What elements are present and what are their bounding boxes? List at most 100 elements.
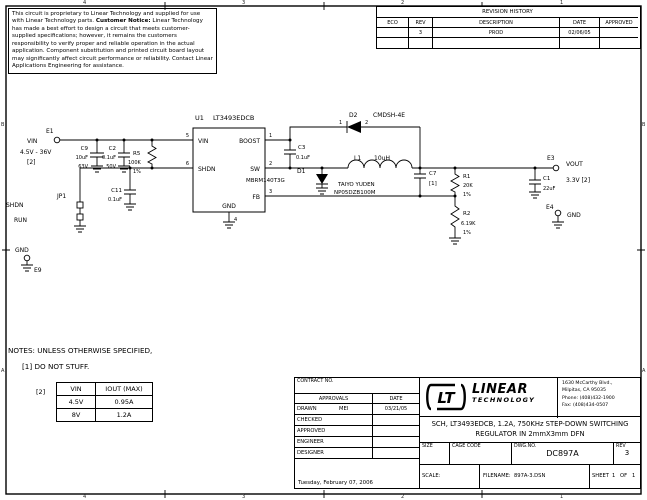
- drawn-date: 03/21/05: [373, 404, 420, 415]
- rev-value: 3: [624, 449, 630, 457]
- d1-diode: D1 MBRM140T3G: [246, 166, 348, 195]
- c11-capacitor: C11 0.1uF: [108, 166, 137, 211]
- u1-part: LT3493EDCB: [213, 114, 254, 122]
- drawing-title-line2: REGULATOR IN 2mmX3mm DFN: [475, 429, 585, 438]
- spec-col-iout: IOUT (MAX): [95, 382, 153, 396]
- c2-voltage: 50V: [106, 164, 116, 170]
- sheet-of-label: OF: [620, 473, 628, 479]
- l1-ref: L1: [354, 155, 361, 162]
- checked-date: [373, 415, 420, 426]
- zone-label: A: [642, 368, 646, 374]
- c1-ref: C1: [543, 176, 550, 182]
- zone-label: 4: [83, 0, 87, 6]
- company-line1: LINEAR: [472, 382, 528, 397]
- sheet-label: SHEET: [592, 473, 609, 479]
- r1-resistor: R1 20K 1%: [450, 168, 473, 198]
- r5-resistor: R5 100K 1%: [128, 138, 157, 175]
- logo-mark-text: LT: [437, 389, 456, 407]
- e3-label: VOUT: [566, 161, 583, 168]
- spec-col-vin: VIN: [56, 382, 96, 396]
- spec-iout-2: 1.2A: [95, 408, 153, 422]
- e1-ref: E1: [46, 128, 54, 135]
- scale-label: SCALE:: [422, 473, 441, 479]
- spec-row: 8V 1.2A: [56, 408, 153, 422]
- rev-header-date: DATE: [560, 18, 600, 28]
- c7-capacitor: C7 [1]: [414, 168, 437, 196]
- d2-part: CMDSH-4E: [373, 112, 405, 119]
- dwg-no-value: DC897A: [546, 449, 579, 458]
- e3-value: 3.3V [2]: [566, 177, 590, 184]
- rev-blank-cell: [560, 38, 600, 48]
- drawing-title: SCH, LT3493EDCB, 1.2A, 750KHz STEP-DOWN …: [420, 417, 640, 443]
- d1-ref: D1: [297, 168, 306, 175]
- e4-label: GND: [567, 212, 581, 219]
- sheet-number: 1: [612, 473, 616, 479]
- u1-num-sw: 2: [269, 161, 272, 167]
- spec-vin-2: 8V: [56, 408, 96, 422]
- revision-history-title: REVISION HISTORY: [377, 7, 638, 18]
- zone-label: A: [1, 368, 5, 374]
- engineer-label: ENGINEER: [297, 439, 324, 445]
- c9-capacitor: C9 10uF 63V: [76, 138, 104, 173]
- r1-ref: R1: [463, 174, 470, 180]
- zone-label: 4: [83, 494, 87, 500]
- designer-label: DESIGNER: [297, 450, 324, 456]
- u1-ref: U1: [195, 114, 204, 122]
- c11-ref: C11: [111, 188, 122, 194]
- e1-note: [2]: [27, 159, 36, 166]
- company-name: LINEAR TECHNOLOGY: [472, 383, 535, 404]
- zone-label: 2: [401, 494, 405, 500]
- r1-tol: 1%: [463, 192, 471, 198]
- e3-vout-terminal: E3 VOUT 3.3V [2]: [547, 155, 590, 184]
- u1-pin-shdn: SHDN: [198, 166, 215, 173]
- r2-resistor: R2 6.19K 1%: [448, 196, 476, 245]
- rev-cell-rev: 3: [409, 28, 433, 38]
- c3-capacitor: C3 0.1uF: [265, 138, 310, 170]
- drawn-cell: DRAWN MEI: [295, 404, 373, 415]
- rev-blank-cell: [377, 38, 409, 48]
- rev-header-approved: APPROVED: [600, 18, 638, 28]
- d2-pin2: 2: [365, 120, 368, 126]
- l1-mfr: TAIYO YUDEN: [337, 182, 375, 188]
- zone-label: 1: [560, 494, 564, 500]
- approved-date: [373, 426, 420, 437]
- date-header: DATE: [373, 394, 420, 404]
- u1-num-gnd: 4: [234, 217, 237, 223]
- jp1-ref: JP1: [56, 193, 66, 200]
- rev-blank-cell: [409, 38, 433, 48]
- dwg-no-label: DWG.NO.: [514, 444, 537, 449]
- e9-gnd-terminal: GND E9: [15, 247, 42, 274]
- rev-cell: REV 3: [614, 443, 640, 465]
- jp1-shdn-label: SHDN: [6, 202, 23, 209]
- u1-num-fb: 3: [269, 189, 272, 195]
- d2-ref: D2: [349, 112, 358, 119]
- sheet-of-number: 1: [632, 473, 636, 479]
- d2-pin1: 1: [339, 120, 342, 126]
- e3-ref: E3: [547, 155, 555, 162]
- e4-gnd-terminal: E4 GND: [546, 204, 581, 229]
- u1-pin-boost: BOOST: [239, 138, 260, 145]
- u1-pin-vin: VIN: [198, 138, 208, 145]
- r2-tol: 1%: [463, 230, 471, 236]
- zone-label: 3: [242, 0, 246, 6]
- address-line4: Fax: (408)434-0507: [562, 402, 609, 408]
- e1-label: VIN: [27, 138, 37, 145]
- spec-row: 4.5V 0.95A: [56, 395, 153, 409]
- u1-pin-fb: FB: [252, 194, 260, 201]
- e1-vin-terminal: E1 VIN 4.5V - 36V [2]: [20, 128, 193, 166]
- e4-ref: E4: [546, 204, 554, 211]
- rev-cell-date: 02/06/05: [560, 28, 600, 38]
- filename-cell: FILENAME: 897A-3.DSN: [480, 465, 590, 488]
- d1-part: MBRM140T3G: [246, 178, 285, 184]
- r2-ref: R2: [463, 211, 470, 217]
- e1-range: 4.5V - 36V: [20, 149, 52, 156]
- sheet-cell: SHEET 1 OF 1: [590, 465, 640, 488]
- u1-num-boost: 1: [269, 133, 272, 139]
- rev-blank-cell: [600, 38, 638, 48]
- c2-ref: C2: [109, 146, 116, 152]
- size-cell: SIZE: [420, 443, 450, 465]
- c11-value: 0.1uF: [108, 197, 122, 203]
- r5-tol: 1%: [133, 169, 141, 175]
- jp1-run-label: RUN: [14, 217, 27, 224]
